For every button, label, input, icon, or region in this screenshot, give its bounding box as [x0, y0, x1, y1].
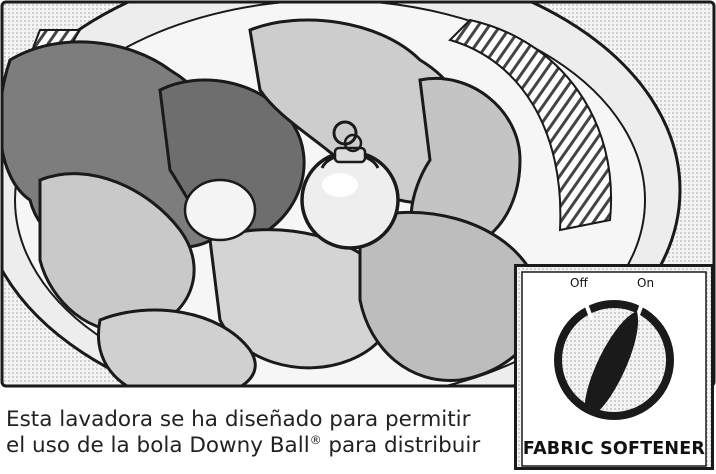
dial-knob-icon [584, 311, 638, 414]
dial-title: FABRIC SOFTENER [522, 439, 706, 459]
dial-on-label: On [637, 276, 655, 290]
caption-text: Esta lavadora se ha diseñado para permit… [6, 407, 511, 459]
washer-drum-scene [2, 2, 714, 386]
caption-line-2-post: para distribuir [321, 433, 481, 458]
dial-off-label: Off [570, 276, 588, 290]
fabric-softener-dial-panel: Off On FABRIC SOFTENER [514, 264, 714, 470]
registered-mark: ® [309, 432, 322, 447]
downy-ball-icon [300, 120, 400, 250]
dial-graphic [514, 264, 714, 470]
caption-line-2-pre: el uso de la bola Downy Ball [6, 433, 310, 458]
caption-line-1: Esta lavadora se ha diseñado para permit… [6, 407, 471, 432]
